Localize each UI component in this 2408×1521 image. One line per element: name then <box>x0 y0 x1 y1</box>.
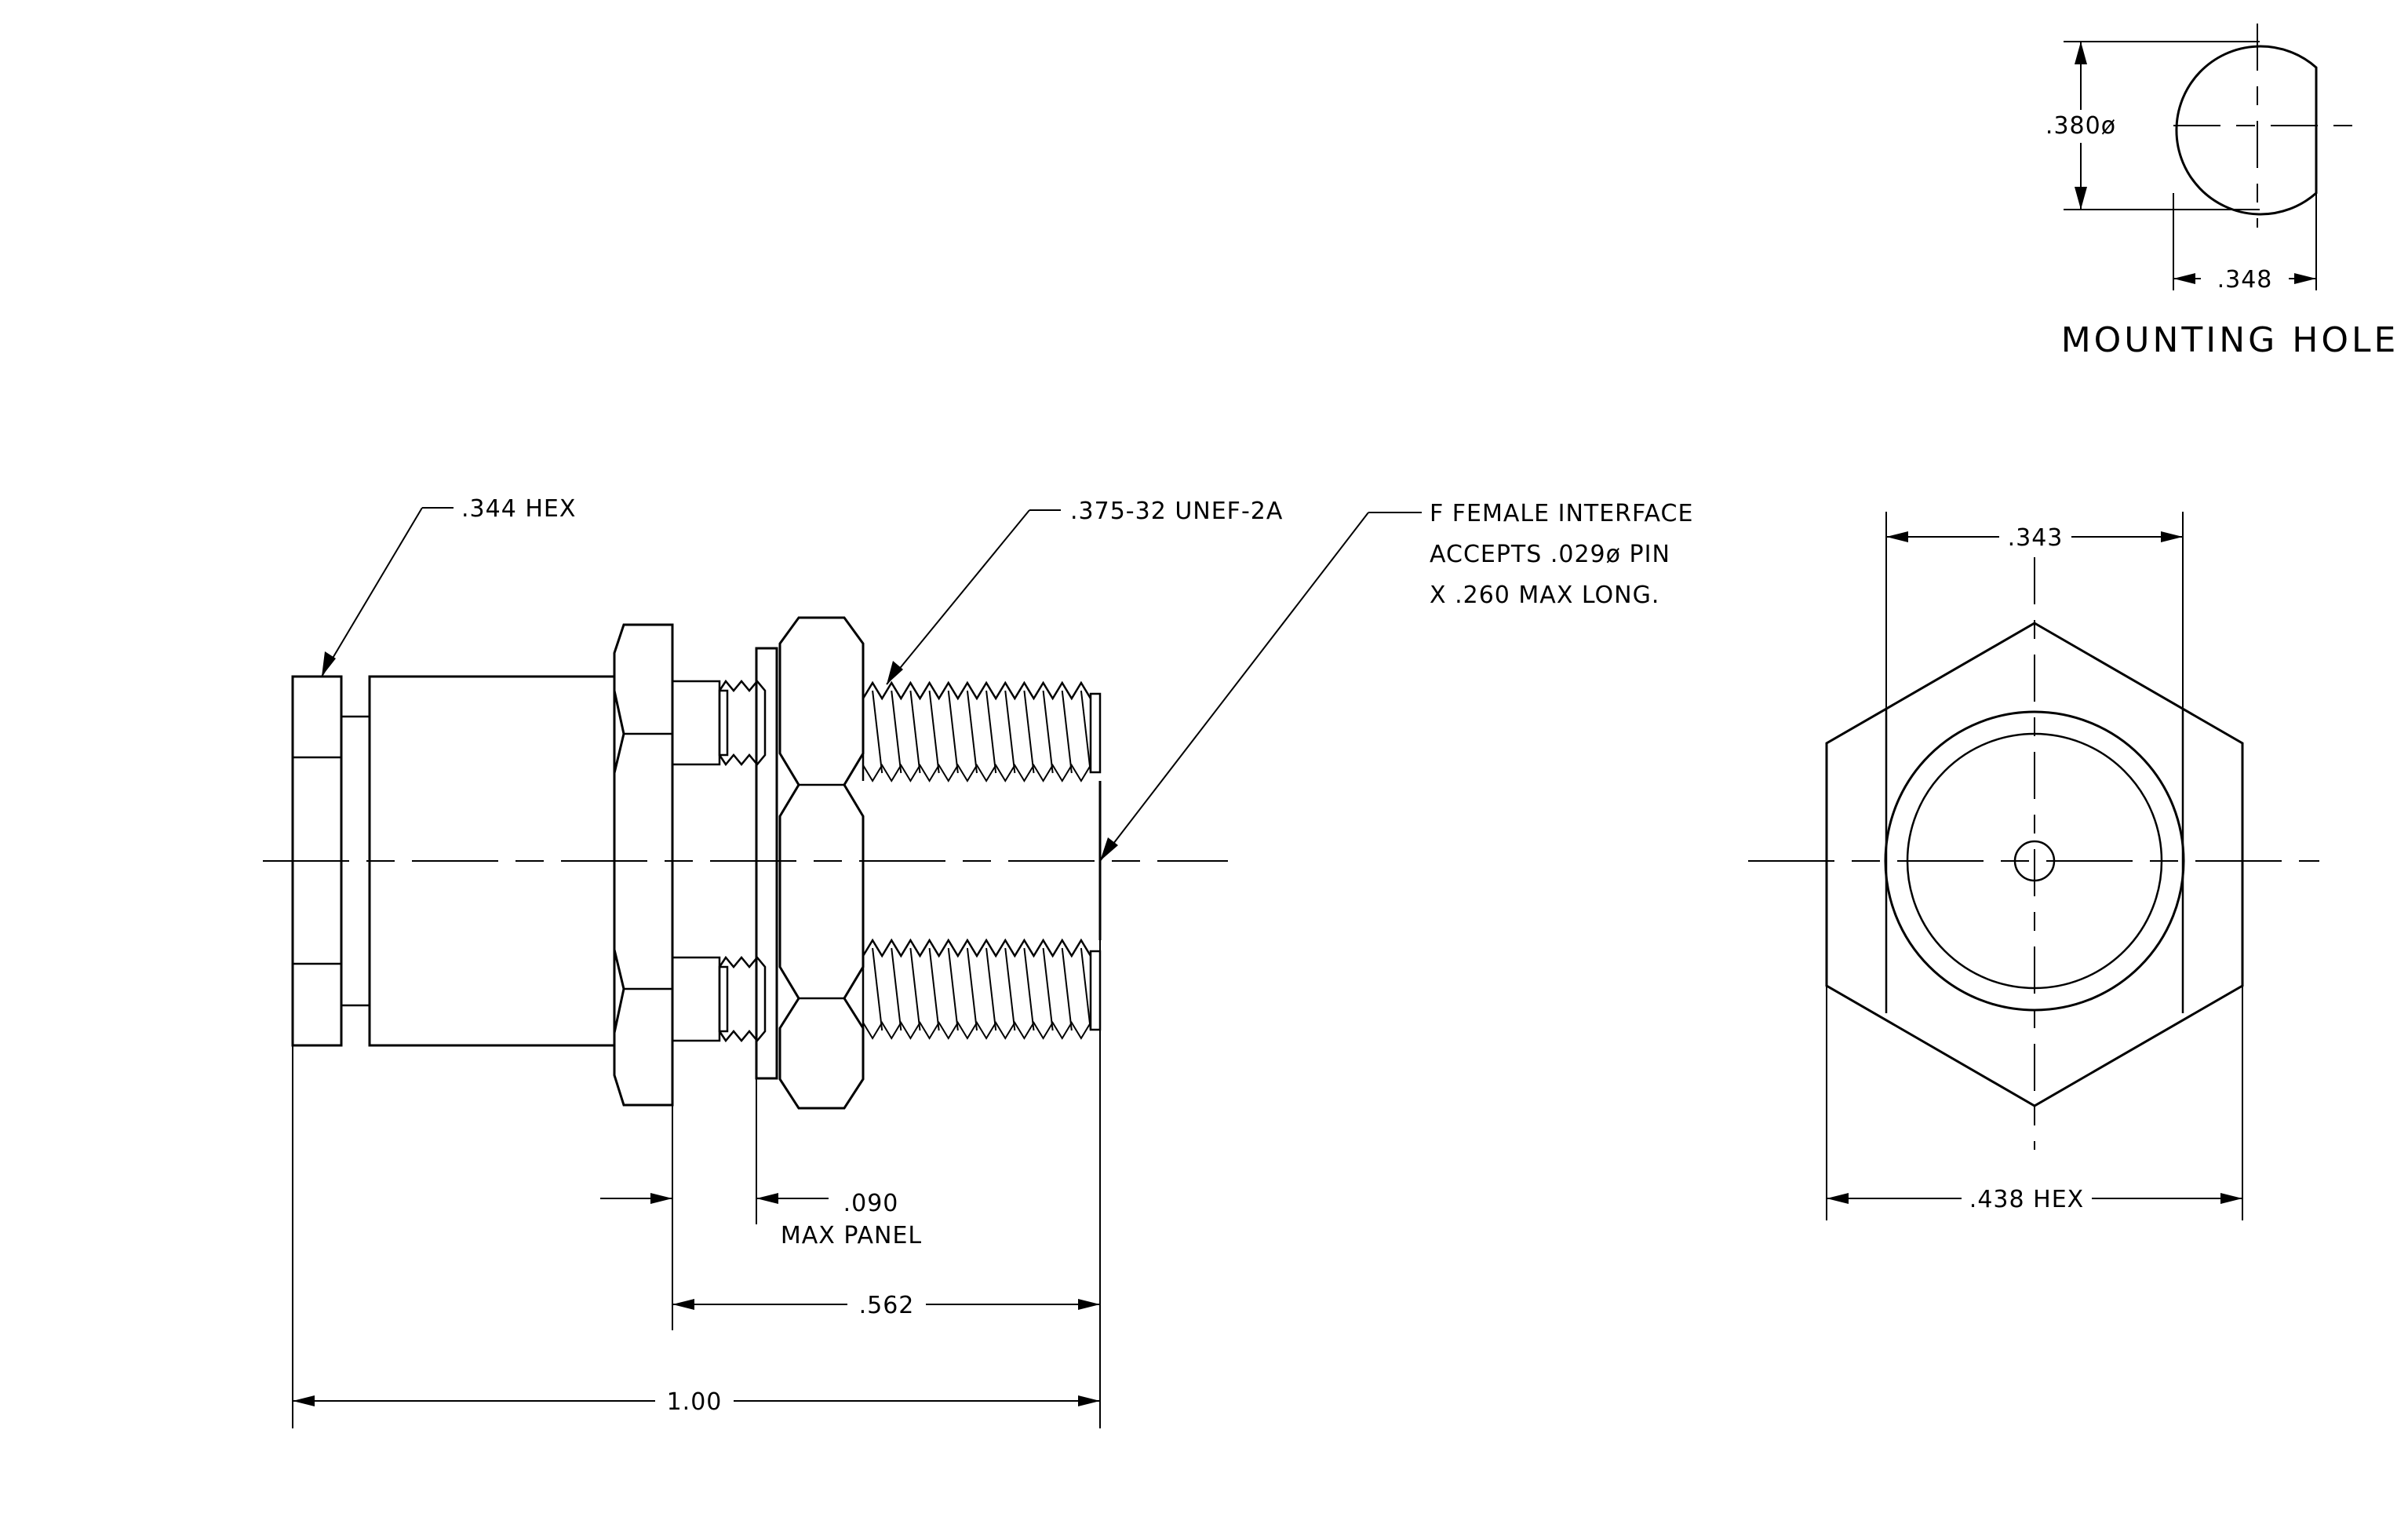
thread-crest-line <box>1080 690 1091 774</box>
panel-dim-value: .090 <box>843 1190 899 1217</box>
panel-dimension: .090 MAX PANEL <box>600 1078 922 1330</box>
panel-dim-label: MAX PANEL <box>781 1222 922 1249</box>
end-view-hex-dimension: .438 HEX <box>1826 986 2243 1220</box>
body-hex <box>613 623 674 1107</box>
thread-crest-line <box>891 947 902 1031</box>
hex-callout: .344 HEX <box>321 495 576 677</box>
end-view: .343 .438 HEX <box>1748 512 2319 1220</box>
thread-crest-line <box>872 947 883 1031</box>
mounting-hole-flat-dim: .348 <box>2217 266 2273 294</box>
thread-crest-line <box>872 690 883 774</box>
thread-crest-line <box>928 947 940 1031</box>
thread-length-value: .562 <box>859 1292 915 1319</box>
interface-line-2: ACCEPTS .029ø PIN <box>1430 541 1670 568</box>
end-view-width-value: .343 <box>2008 524 2064 552</box>
panel-nut <box>778 616 865 1110</box>
thread-crest-line <box>1042 690 1054 774</box>
overall-length-dimension: 1.00 <box>292 1045 1100 1428</box>
center-contact <box>2013 840 2056 882</box>
end-view-inner-circle <box>1906 732 2163 990</box>
mounting-hole-detail: .380ø .348 MOUNTING HOLE <box>2046 24 2399 360</box>
thread-crest-line <box>928 690 940 774</box>
end-view-hex-outline <box>1825 622 2244 1107</box>
front-threads <box>862 680 1102 1040</box>
thread-crest-line <box>1023 690 1035 774</box>
thread-crest-line <box>985 690 997 774</box>
mounting-hole-outline <box>2175 45 2318 216</box>
end-view-outer-circle <box>1884 710 2185 1012</box>
thread-bottom-profile <box>862 938 1092 958</box>
thread-crest-line <box>891 690 902 774</box>
thread-crest-line <box>947 690 959 774</box>
thread-crest-line <box>1004 690 1016 774</box>
thread-callout: .375-32 UNEF-2A <box>886 498 1283 685</box>
mounting-hole-diameter-dim: .380ø <box>2046 112 2116 140</box>
thread-crest-line <box>1080 947 1091 1031</box>
thread-crest-line <box>1004 947 1016 1031</box>
thread-crest-line <box>1061 690 1073 774</box>
thread-crest-line <box>909 947 921 1031</box>
thread-slants <box>872 690 1091 1031</box>
thread-crest-line <box>1023 947 1035 1031</box>
thread-crest-line <box>966 690 978 774</box>
rear-thread-segment <box>671 679 767 1043</box>
interface-line-3: X .260 MAX LONG. <box>1430 582 1659 609</box>
side-view: .344 HEX .375-32 UNEF-2A F FEMALE INTERF… <box>263 495 1693 1428</box>
end-view-width-dimension: .343 <box>1885 512 2184 709</box>
end-view-hex-value: .438 HEX <box>1969 1186 2084 1213</box>
thread-crest-line <box>966 947 978 1031</box>
interface-line-1: F FEMALE INTERFACE <box>1430 500 1693 527</box>
mounting-hole-title: MOUNTING HOLE <box>2061 320 2399 360</box>
thread-length-dimension: .562 <box>672 940 1101 1428</box>
thread-top-profile <box>862 680 1092 701</box>
thread-crest-line <box>985 947 997 1031</box>
thread-crest-line <box>1042 947 1054 1031</box>
thread-top-root <box>862 764 1091 782</box>
overall-length-value: 1.00 <box>667 1388 723 1416</box>
thread-bottom-root <box>862 1021 1091 1040</box>
thread-crest-line <box>909 690 921 774</box>
thread-callout-text: .375-32 UNEF-2A <box>1070 498 1283 525</box>
interface-callout: F FEMALE INTERFACE ACCEPTS .029ø PIN X .… <box>1099 500 1693 862</box>
hex-callout-text: .344 HEX <box>461 495 576 523</box>
panel-washer <box>755 647 778 1080</box>
thread-crest-line <box>1061 947 1073 1031</box>
thread-crest-line <box>947 947 959 1031</box>
